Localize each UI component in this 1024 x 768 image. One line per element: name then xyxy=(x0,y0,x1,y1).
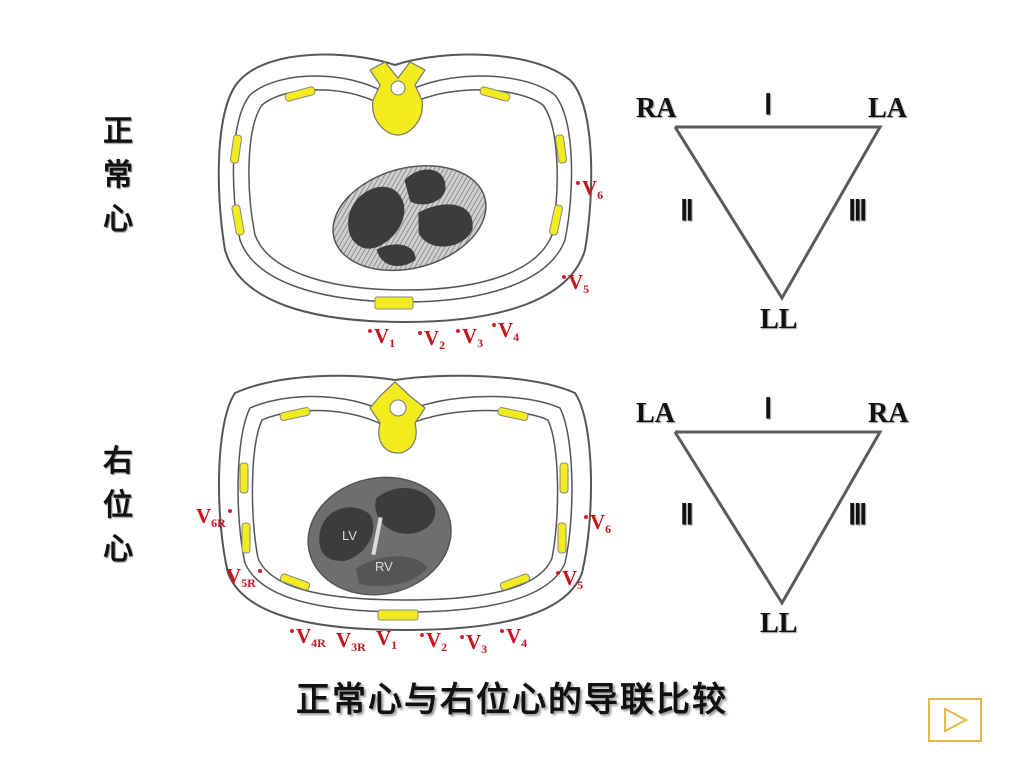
dextro-triangle-la: LA xyxy=(636,398,675,429)
dextro-lead-i: Ⅰ xyxy=(764,394,773,425)
dextrocardia-einthoven-triangle xyxy=(673,430,883,606)
normal-chest-cross-section xyxy=(217,53,593,324)
spine-vertebra xyxy=(369,381,426,454)
normal-lead-ii: Ⅱ xyxy=(680,196,694,227)
lead-v5-label: V5 xyxy=(562,272,589,295)
lead-v4-label: V4 xyxy=(492,320,519,343)
rv-label: RV xyxy=(375,559,393,574)
lead-v3-label: V3 xyxy=(460,632,487,655)
dextrocardia-chest-cross-section: LV RV xyxy=(218,374,592,632)
normal-heart xyxy=(332,164,487,272)
dextrocardia-heart xyxy=(307,476,452,596)
normal-lead-iii: Ⅲ xyxy=(848,196,868,227)
lead-v1-label: V1 xyxy=(368,326,395,349)
spine-vertebra xyxy=(369,61,426,136)
lead-v2-label: V2 xyxy=(418,328,445,351)
lead-v6-label: V6 xyxy=(584,512,611,535)
lead-v2-label: V2 xyxy=(420,630,447,653)
dextrocardia-side-label: 右 位 心 xyxy=(103,444,133,567)
lead-v6r-label: V6R xyxy=(196,506,234,529)
normal-einthoven-triangle xyxy=(673,125,883,301)
play-icon xyxy=(944,707,969,733)
lead-v1-label: V1 xyxy=(376,626,398,652)
dextro-lead-ii: Ⅱ xyxy=(680,500,694,531)
dextro-lead-iii: Ⅲ xyxy=(848,500,868,531)
lead-v6-label: V6 xyxy=(576,178,603,201)
lead-v4r-label: V4R xyxy=(290,626,326,649)
lead-v5-label: V5 xyxy=(556,568,583,591)
lead-v5r-label: V5R xyxy=(226,566,264,589)
normal-triangle-ra: RA xyxy=(636,93,677,124)
normal-lead-i: Ⅰ xyxy=(764,90,773,121)
next-slide-button[interactable] xyxy=(928,698,982,742)
slide-title: 正常心与右位心的导联比较 xyxy=(296,680,728,720)
lead-v3r-label: V3R xyxy=(336,628,366,654)
normal-triangle-la: LA xyxy=(868,93,907,124)
normal-heart-side-label: 正 常 心 xyxy=(103,114,133,237)
lead-v4-label: V4 xyxy=(500,626,527,649)
dextro-triangle-ra: RA xyxy=(868,398,909,429)
dextro-triangle-ll: LL xyxy=(760,608,798,639)
lead-v3-label: V3 xyxy=(456,326,483,349)
normal-triangle-ll: LL xyxy=(760,304,798,335)
lv-label: LV xyxy=(342,528,357,543)
